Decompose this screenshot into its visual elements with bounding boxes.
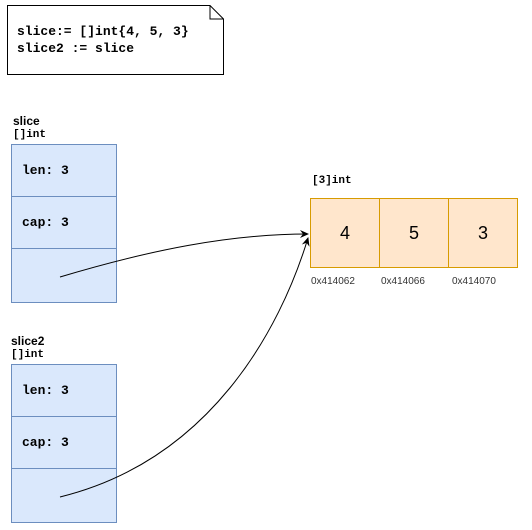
slice2-len-text: len: 3 bbox=[22, 383, 69, 398]
slice-ptr-cell bbox=[12, 249, 116, 300]
array-type-label: [3]int bbox=[312, 175, 352, 187]
array-element-0: 4 bbox=[310, 198, 380, 268]
code-line-2: slice2 := slice bbox=[17, 41, 135, 56]
slice-type-label: []int bbox=[13, 129, 47, 141]
backing-array: 4 5 3 bbox=[310, 198, 518, 268]
slice2-cap-cell: cap: 3 bbox=[12, 417, 116, 469]
slice-header-struct: len: 3 cap: 3 bbox=[11, 144, 117, 303]
array-address-2: 0x414070 bbox=[452, 276, 496, 287]
slice-cap-cell: cap: 3 bbox=[12, 197, 116, 249]
array-address-1: 0x414066 bbox=[381, 276, 425, 287]
slice2-header-struct: len: 3 cap: 3 bbox=[11, 364, 117, 523]
array-element-1: 5 bbox=[379, 198, 449, 268]
array-element-2: 3 bbox=[448, 198, 518, 268]
slice2-ptr-cell bbox=[12, 469, 116, 520]
slice2-name-label: slice2 bbox=[11, 334, 45, 348]
slice-len-cell: len: 3 bbox=[12, 145, 116, 197]
slice-len-text: len: 3 bbox=[22, 163, 69, 178]
slice-cap-text: cap: 3 bbox=[22, 215, 69, 230]
slice2-type-label: []int bbox=[11, 349, 45, 361]
code-note: slice:= []int{4, 5, 3} slice2 := slice bbox=[7, 5, 224, 75]
slice-name-label: slice bbox=[13, 114, 40, 128]
slice2-cap-text: cap: 3 bbox=[22, 435, 69, 450]
array-address-0: 0x414062 bbox=[311, 276, 355, 287]
note-shape bbox=[7, 5, 224, 75]
code-line-1: slice:= []int{4, 5, 3} bbox=[17, 24, 189, 39]
slice2-len-cell: len: 3 bbox=[12, 365, 116, 417]
